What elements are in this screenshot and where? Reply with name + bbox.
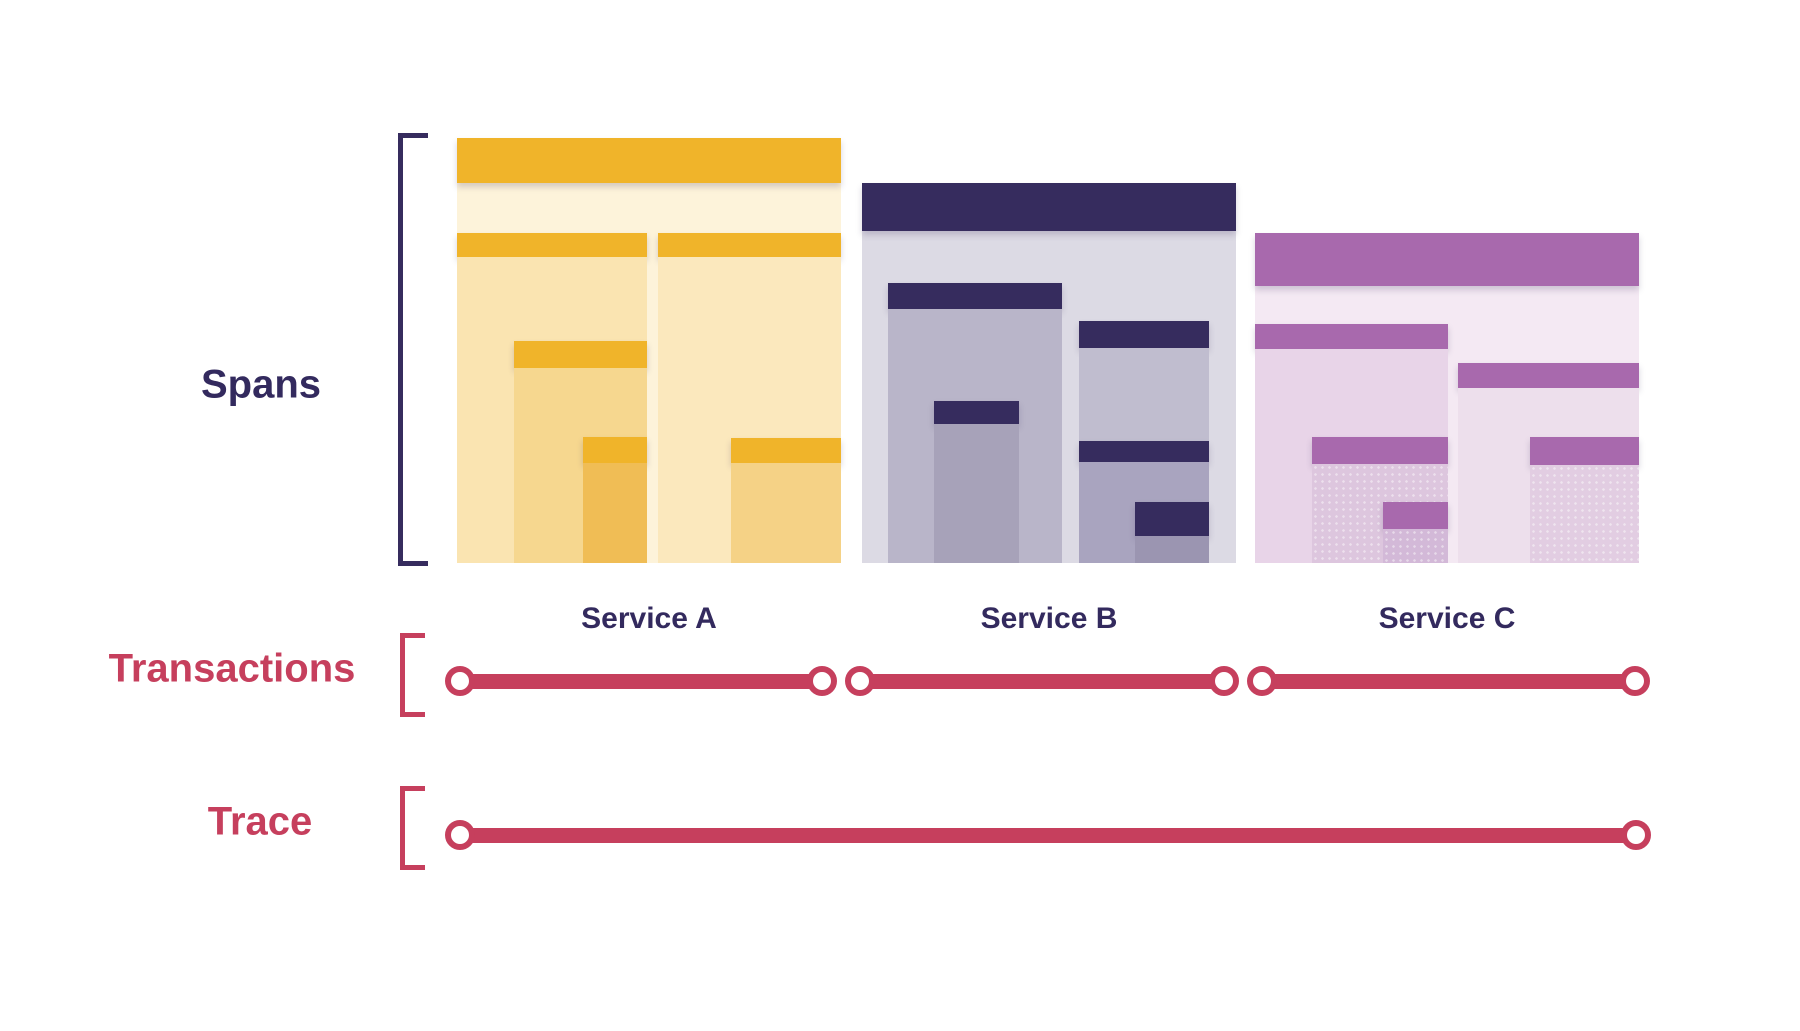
- transaction-endpoint: [1209, 666, 1239, 696]
- transactions-label: Transactions: [108, 646, 356, 691]
- transaction-line: [1262, 673, 1635, 689]
- transaction-line: [860, 673, 1224, 689]
- service-b-label: Service B: [980, 602, 1118, 635]
- service-b-root-bar: [862, 183, 1236, 231]
- service-a-l4-bar: [583, 437, 647, 463]
- service-b-l3-fill: [934, 424, 1019, 563]
- service-c-root-bar: [1255, 233, 1639, 286]
- trace-bracket: [400, 786, 425, 870]
- service-c-l3-bar: [1312, 437, 1448, 464]
- service-c-child1-bar: [1255, 324, 1448, 349]
- service-a-child2-l4-fill: [731, 463, 841, 563]
- spans-label: Spans: [200, 362, 322, 407]
- service-a-child1-bar: [457, 233, 647, 257]
- service-a-label: Service A: [581, 602, 717, 635]
- service-a-root-bar: [457, 138, 841, 183]
- service-c-child2-l3-fill: [1530, 465, 1639, 563]
- service-a-child2-bar: [658, 233, 841, 257]
- transaction-endpoint: [1247, 666, 1277, 696]
- service-b-child2-l4-fill: [1135, 536, 1209, 563]
- trace-line: [460, 827, 1636, 843]
- transaction-endpoint: [807, 666, 837, 696]
- trace-label: Trace: [207, 799, 313, 844]
- service-c-child2-l3-bar: [1530, 437, 1639, 465]
- transaction-endpoint: [845, 666, 875, 696]
- service-c-label: Service C: [1378, 602, 1516, 635]
- spans-bracket: [398, 133, 428, 566]
- trace-endpoint: [445, 820, 475, 850]
- service-a-l4-fill: [583, 463, 647, 563]
- transactions-bracket: [400, 633, 425, 717]
- service-a-l3-bar: [514, 341, 647, 368]
- transaction-endpoint: [445, 666, 475, 696]
- service-c-l4-fill: [1383, 529, 1448, 563]
- transaction-line: [460, 673, 822, 689]
- service-b-child2-bar: [1079, 321, 1209, 348]
- service-b-child2-l4-bar: [1135, 502, 1209, 536]
- service-b-child2-l3-bar: [1079, 441, 1209, 462]
- service-b-child1-bar: [888, 283, 1062, 309]
- trace-endpoint: [1621, 820, 1651, 850]
- service-c-child2-bar: [1458, 363, 1639, 388]
- service-a-child2-l4-bar: [731, 438, 841, 463]
- transaction-endpoint: [1620, 666, 1650, 696]
- service-c-l4-bar: [1383, 502, 1448, 529]
- service-b-l3-bar: [934, 401, 1019, 424]
